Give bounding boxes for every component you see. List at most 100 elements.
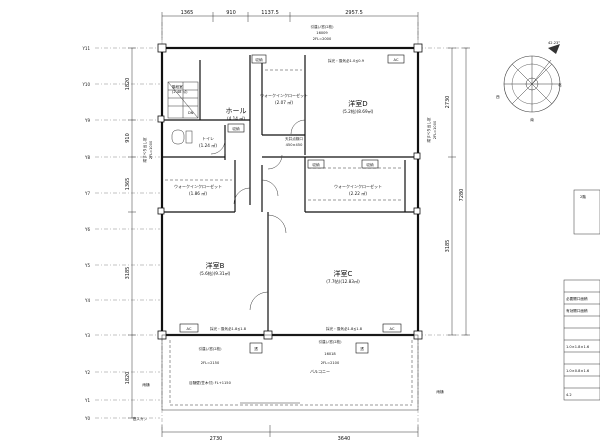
dim-bottom-1: 2730 — [210, 436, 223, 442]
dimension-top: 1365 910 1137.5 2957.5 — [161, 10, 419, 40]
grid-labels: Y11 Y10 Y9 Y8 Y7 Y6 Y5 Y4 Y3 Y2 Y1 Y0 — [81, 46, 90, 421]
room-wic1-name: ウォークインクローゼット — [260, 92, 308, 98]
room-wic3-area: (2.22 ㎡) — [349, 190, 367, 196]
grid-lines — [95, 22, 470, 430]
through-label-1: 透 — [254, 346, 258, 351]
room-b-area: (5.6帖)(9.31㎡) — [200, 270, 231, 277]
dim-left-3: 1365 — [125, 178, 131, 191]
doors — [210, 119, 306, 311]
shelf-label-1: 収納 — [255, 57, 263, 62]
stair-label: 階段室 — [172, 84, 183, 89]
side-table-row-2: 有効開口面積 — [566, 308, 588, 313]
toilet-fixture — [171, 129, 193, 145]
grid-y8: Y8 — [84, 155, 90, 160]
grid-y11: Y11 — [81, 46, 90, 51]
room-wic3-name: ウォークインクローゼット — [334, 183, 382, 189]
shelf-label-3: 収納 — [366, 162, 374, 167]
grid-y5: Y5 — [84, 263, 90, 268]
dimension-bottom: 2730 3640 — [161, 425, 419, 442]
vent-bottom-right: 採光・換気必1.8≦1.8 — [326, 326, 363, 331]
window-top-size: 16009 — [316, 31, 328, 35]
ac-label-top: AC — [394, 58, 399, 62]
compass-west: 西 — [496, 94, 500, 99]
dimension-left: 1820 910 1365 3185 1820 — [125, 47, 136, 419]
compass-north: 北 — [558, 82, 562, 87]
dim-bottom-2: 3640 — [338, 436, 351, 442]
window-left-type: 縦すべり出し窓 — [142, 137, 147, 162]
balcony-label: バルコニー — [310, 369, 330, 374]
stair-dn: DN — [188, 111, 194, 115]
side-table-formula-1: 1.0×1.8×1.6 — [566, 345, 590, 349]
grid-y7: Y7 — [84, 191, 90, 196]
compass-angle: 42.23° — [548, 41, 560, 45]
room-hall-area: (4.14 ㎡) — [227, 115, 245, 121]
rain-left: 雨樋 — [142, 382, 150, 387]
dim-right-total: 7280 — [459, 189, 465, 202]
side-table-formula-2: 1.0×0.8×1.6 — [566, 369, 590, 373]
window-bottom-fl: 2FL=2100 — [321, 361, 340, 365]
dim-right-1: 2730 — [445, 96, 451, 109]
room-hall-name: ホール — [226, 107, 247, 115]
grid-y0: Y0 — [84, 416, 90, 421]
dim-top-4: 2957.5 — [345, 10, 363, 16]
shelf-label-4: 収納 — [232, 126, 240, 131]
grid-y4: Y4 — [84, 298, 90, 303]
dim-top-3: 1137.5 — [261, 10, 279, 16]
attic-access: 天井点検口 — [285, 136, 303, 141]
vent-top: 採光・換気必1.0≦0.9 — [328, 58, 365, 63]
side-table-row-1: 必要開口面積 — [566, 296, 588, 301]
stairs: 階段室 (2.48 ㎡) DN — [167, 81, 199, 119]
window-bottom-left-type: 引違い窓(2枚) — [198, 346, 222, 351]
shelf-label-2: 収納 — [312, 162, 320, 167]
compass-south: 南 — [530, 117, 534, 122]
window-bottom-left-fl: 2FL=2150 — [201, 361, 220, 365]
room-c-name: 洋室C — [334, 269, 353, 278]
dim-left-4: 3185 — [125, 267, 131, 280]
grid-y2: Y2 — [84, 370, 90, 375]
room-wic2-name: ウォークインクローゼット — [174, 183, 222, 189]
window-right-fl: 2FL=1000 — [433, 120, 437, 139]
stair-area: (2.48 ㎡) — [172, 89, 188, 94]
window-top-fl: 2FL=2000 — [313, 37, 332, 41]
balcony-level: 目隠壁(笠木付) FL+1150 — [189, 380, 231, 385]
room-toilet-name: トイレ — [202, 136, 214, 141]
side-table-formula-3: 4.2 — [566, 393, 572, 397]
room-wic2-area: (1.86 ㎡) — [189, 190, 207, 196]
window-bottom-size: 16018 — [324, 352, 336, 356]
compass: 42.23° 北 南 西 — [496, 41, 562, 122]
rain-right: 雨樋 — [436, 389, 444, 394]
window-annotations: 引違い窓(2枚) 16009 2FL=2000 採光・換気必1.0≦0.9 採光… — [142, 24, 437, 365]
through-label-2: 透 — [360, 346, 364, 351]
window-right-type: 縦すべり出し窓 — [426, 117, 431, 142]
label-boxes: 収納 AC AC AC 収納 収納 収納 — [179, 54, 405, 333]
grid-y10: Y10 — [81, 82, 90, 87]
room-c-area: (7.7帖)(12.83㎡) — [326, 278, 360, 285]
dim-right-2: 3185 — [445, 240, 451, 253]
ac-label-bottom-left: AC — [187, 327, 192, 331]
grid-y6: Y6 — [84, 227, 90, 232]
window-bottom-type: 引違い窓(2枚) — [318, 339, 342, 344]
grid-y1: Y1 — [84, 398, 90, 403]
room-d-area: (5.2帖)(8.69㎡) — [343, 108, 374, 115]
window-left-fl: 2FL=1000 — [149, 140, 153, 159]
balcony: 透 透 バルコニー 目隠壁(笠木付) FL+1150 雨樋 雨樋 庇スカシ — [133, 334, 444, 421]
dim-left-2: 910 — [125, 133, 131, 143]
room-labels: ホール (4.14 ㎡) ウォークインクローゼット (2.07 ㎡) 洋室D (… — [174, 92, 382, 285]
side-table: 2階 必要開口面積 有効開口面積 1.0×1.8×1.6 1.0×0.8×1.6… — [563, 189, 600, 401]
dim-top-2: 910 — [226, 10, 236, 16]
dimension-right: 2730 3185 7280 — [445, 47, 470, 336]
room-wic1-area: (2.07 ㎡) — [275, 99, 293, 105]
overhang-label: 庇スカシ — [133, 416, 148, 421]
dim-top-1: 1365 — [181, 10, 194, 16]
room-d-name: 洋室D — [348, 99, 367, 108]
window-top-type: 引違い窓(2枚) — [310, 24, 334, 29]
vent-bottom-left: 採光・換気必1.8≦1.8 — [210, 326, 247, 331]
room-toilet-area: (1.24 ㎡) — [199, 142, 217, 148]
dim-left-5: 1820 — [125, 372, 131, 385]
attic-access-size: 450×450 — [286, 143, 303, 147]
side-table-title: 2階 — [580, 194, 586, 199]
ac-label-bottom-right: AC — [390, 327, 395, 331]
grid-y9: Y9 — [84, 118, 90, 123]
grid-y3: Y3 — [84, 333, 90, 338]
